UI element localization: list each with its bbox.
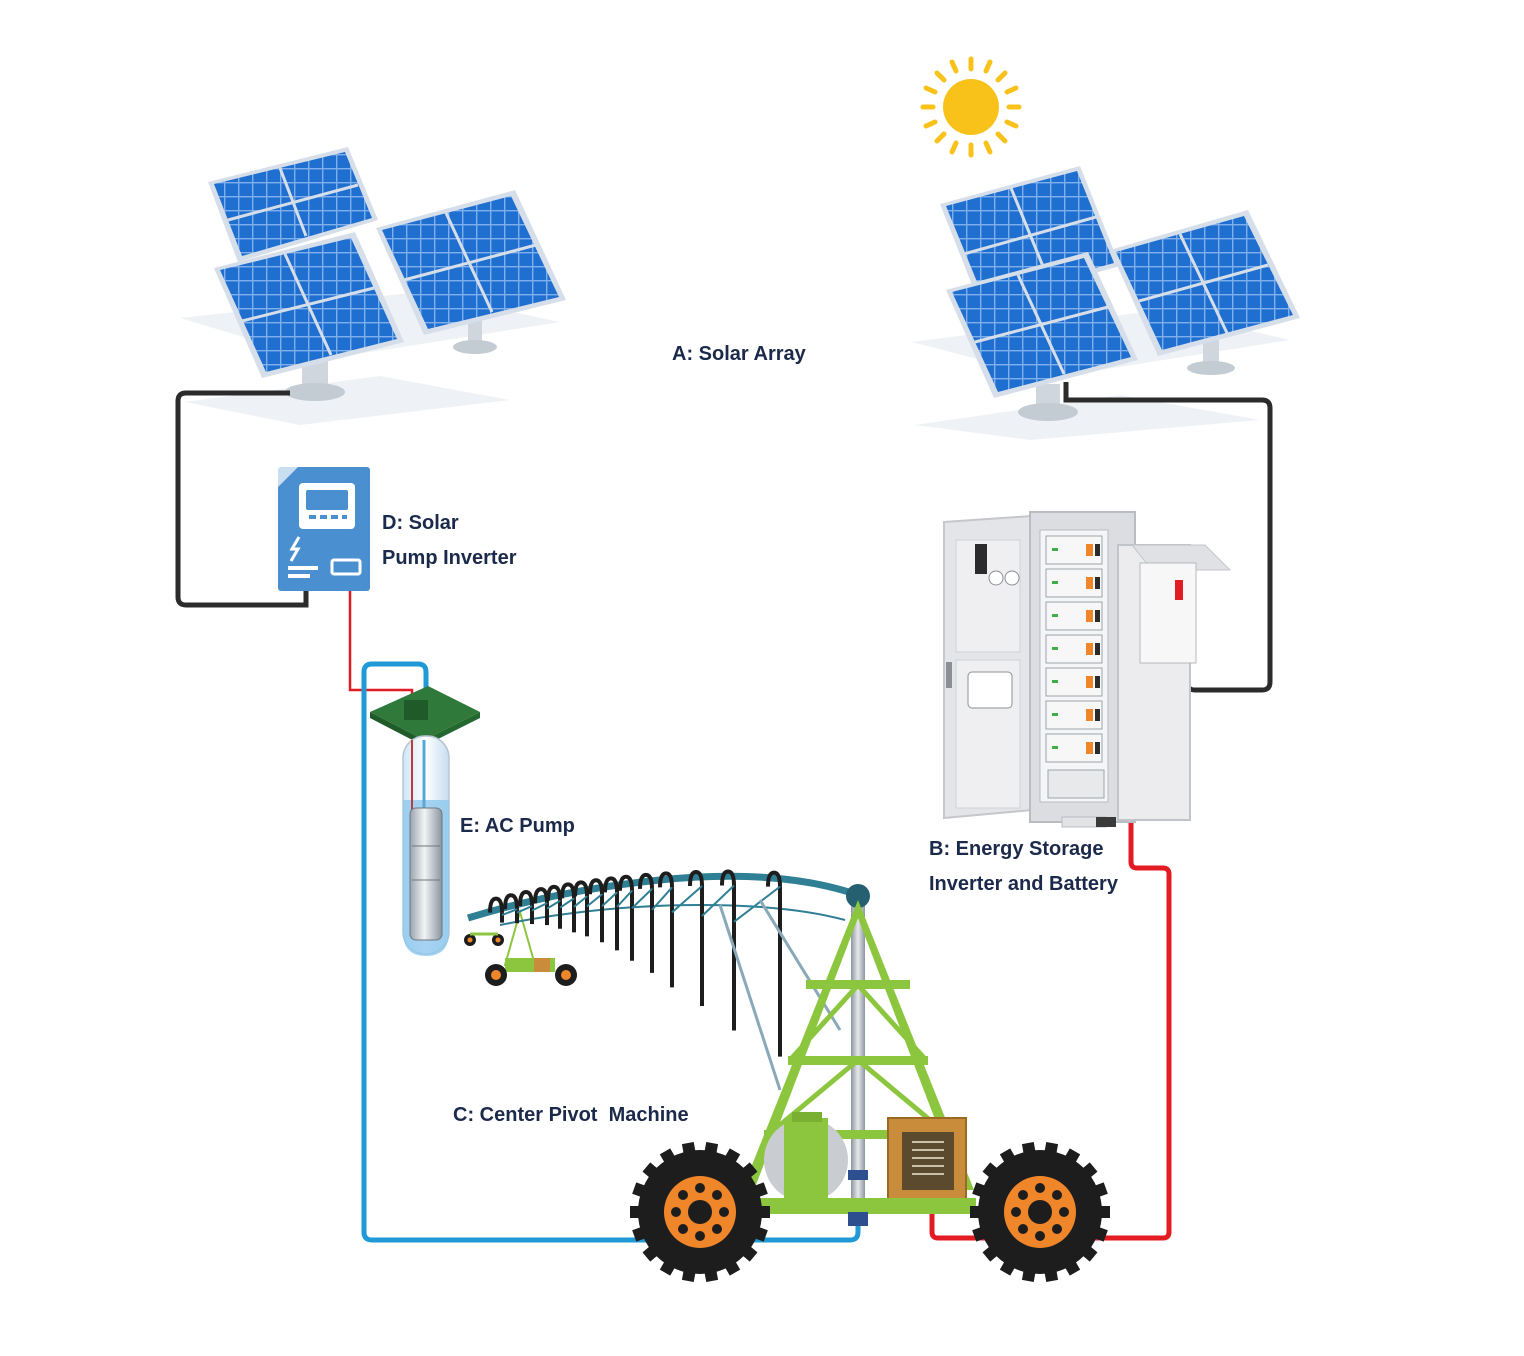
- truss-member: [586, 893, 603, 908]
- distant-tower-far: [464, 932, 504, 946]
- drop-hook: [503, 893, 519, 910]
- solar-panel-icon: [376, 190, 566, 354]
- truss-member: [701, 884, 735, 917]
- truss-member: [531, 902, 548, 912]
- sun-icon: [920, 56, 1022, 158]
- drop-hook: [488, 896, 504, 913]
- truss-member: [516, 905, 533, 914]
- drop-hook: [766, 870, 782, 887]
- center-pivot-icon: [464, 869, 1110, 1282]
- truss-member: [671, 885, 703, 914]
- drop-hook: [638, 872, 654, 889]
- drop-hook: [573, 880, 589, 897]
- truss-member: [501, 908, 518, 917]
- drop-hook: [688, 870, 704, 887]
- label-solar-array: A: Solar Array: [672, 343, 806, 365]
- label-solar-pump-inverter-line2: Pump Inverter: [382, 547, 517, 569]
- drop-hook: [658, 871, 674, 888]
- label-ac-pump: E: AC Pump: [460, 815, 575, 837]
- solar-panel-icon: [214, 232, 404, 401]
- solar-panel-icon: [208, 147, 378, 262]
- truss-member: [573, 895, 588, 908]
- truss-member: [559, 897, 575, 909]
- solar-panel-icon: [946, 252, 1138, 421]
- label-energy-storage-line2: Inverter and Battery: [929, 873, 1118, 895]
- solar-array-left: [180, 147, 566, 425]
- label-center-pivot: C: Center Pivot Machine: [453, 1104, 689, 1126]
- battery-cabinet-icon: [943, 511, 1232, 828]
- drop-hook: [603, 876, 619, 893]
- truss-member: [616, 890, 633, 908]
- inverter-icon: [278, 467, 370, 591]
- drop-hook: [720, 869, 736, 886]
- ac-cable-pivot: [929, 822, 1172, 1241]
- drop-hook: [546, 884, 562, 901]
- solar-array-right: [912, 166, 1300, 440]
- ac-cable-pump: [348, 590, 414, 710]
- drop-hook: [518, 890, 534, 907]
- drop-hook: [588, 878, 604, 895]
- tire-left: [630, 1142, 770, 1282]
- tire-right: [970, 1142, 1110, 1282]
- truss-member: [601, 891, 618, 907]
- distant-tower: [485, 908, 577, 986]
- solar-panel-icon: [1110, 210, 1300, 375]
- label-energy-storage-line1: B: Energy Storage: [929, 838, 1104, 860]
- truss-member: [631, 888, 653, 909]
- water-pipe: [361, 661, 861, 1243]
- dc-cable-left: [175, 390, 309, 608]
- truss-member: [546, 899, 561, 910]
- drop-hook: [618, 874, 634, 891]
- submersible-pump-icon: [370, 686, 480, 956]
- truss-member: [651, 886, 673, 911]
- truss-member: [733, 885, 781, 923]
- label-solar-pump-inverter-line1: D: Solar: [382, 512, 459, 534]
